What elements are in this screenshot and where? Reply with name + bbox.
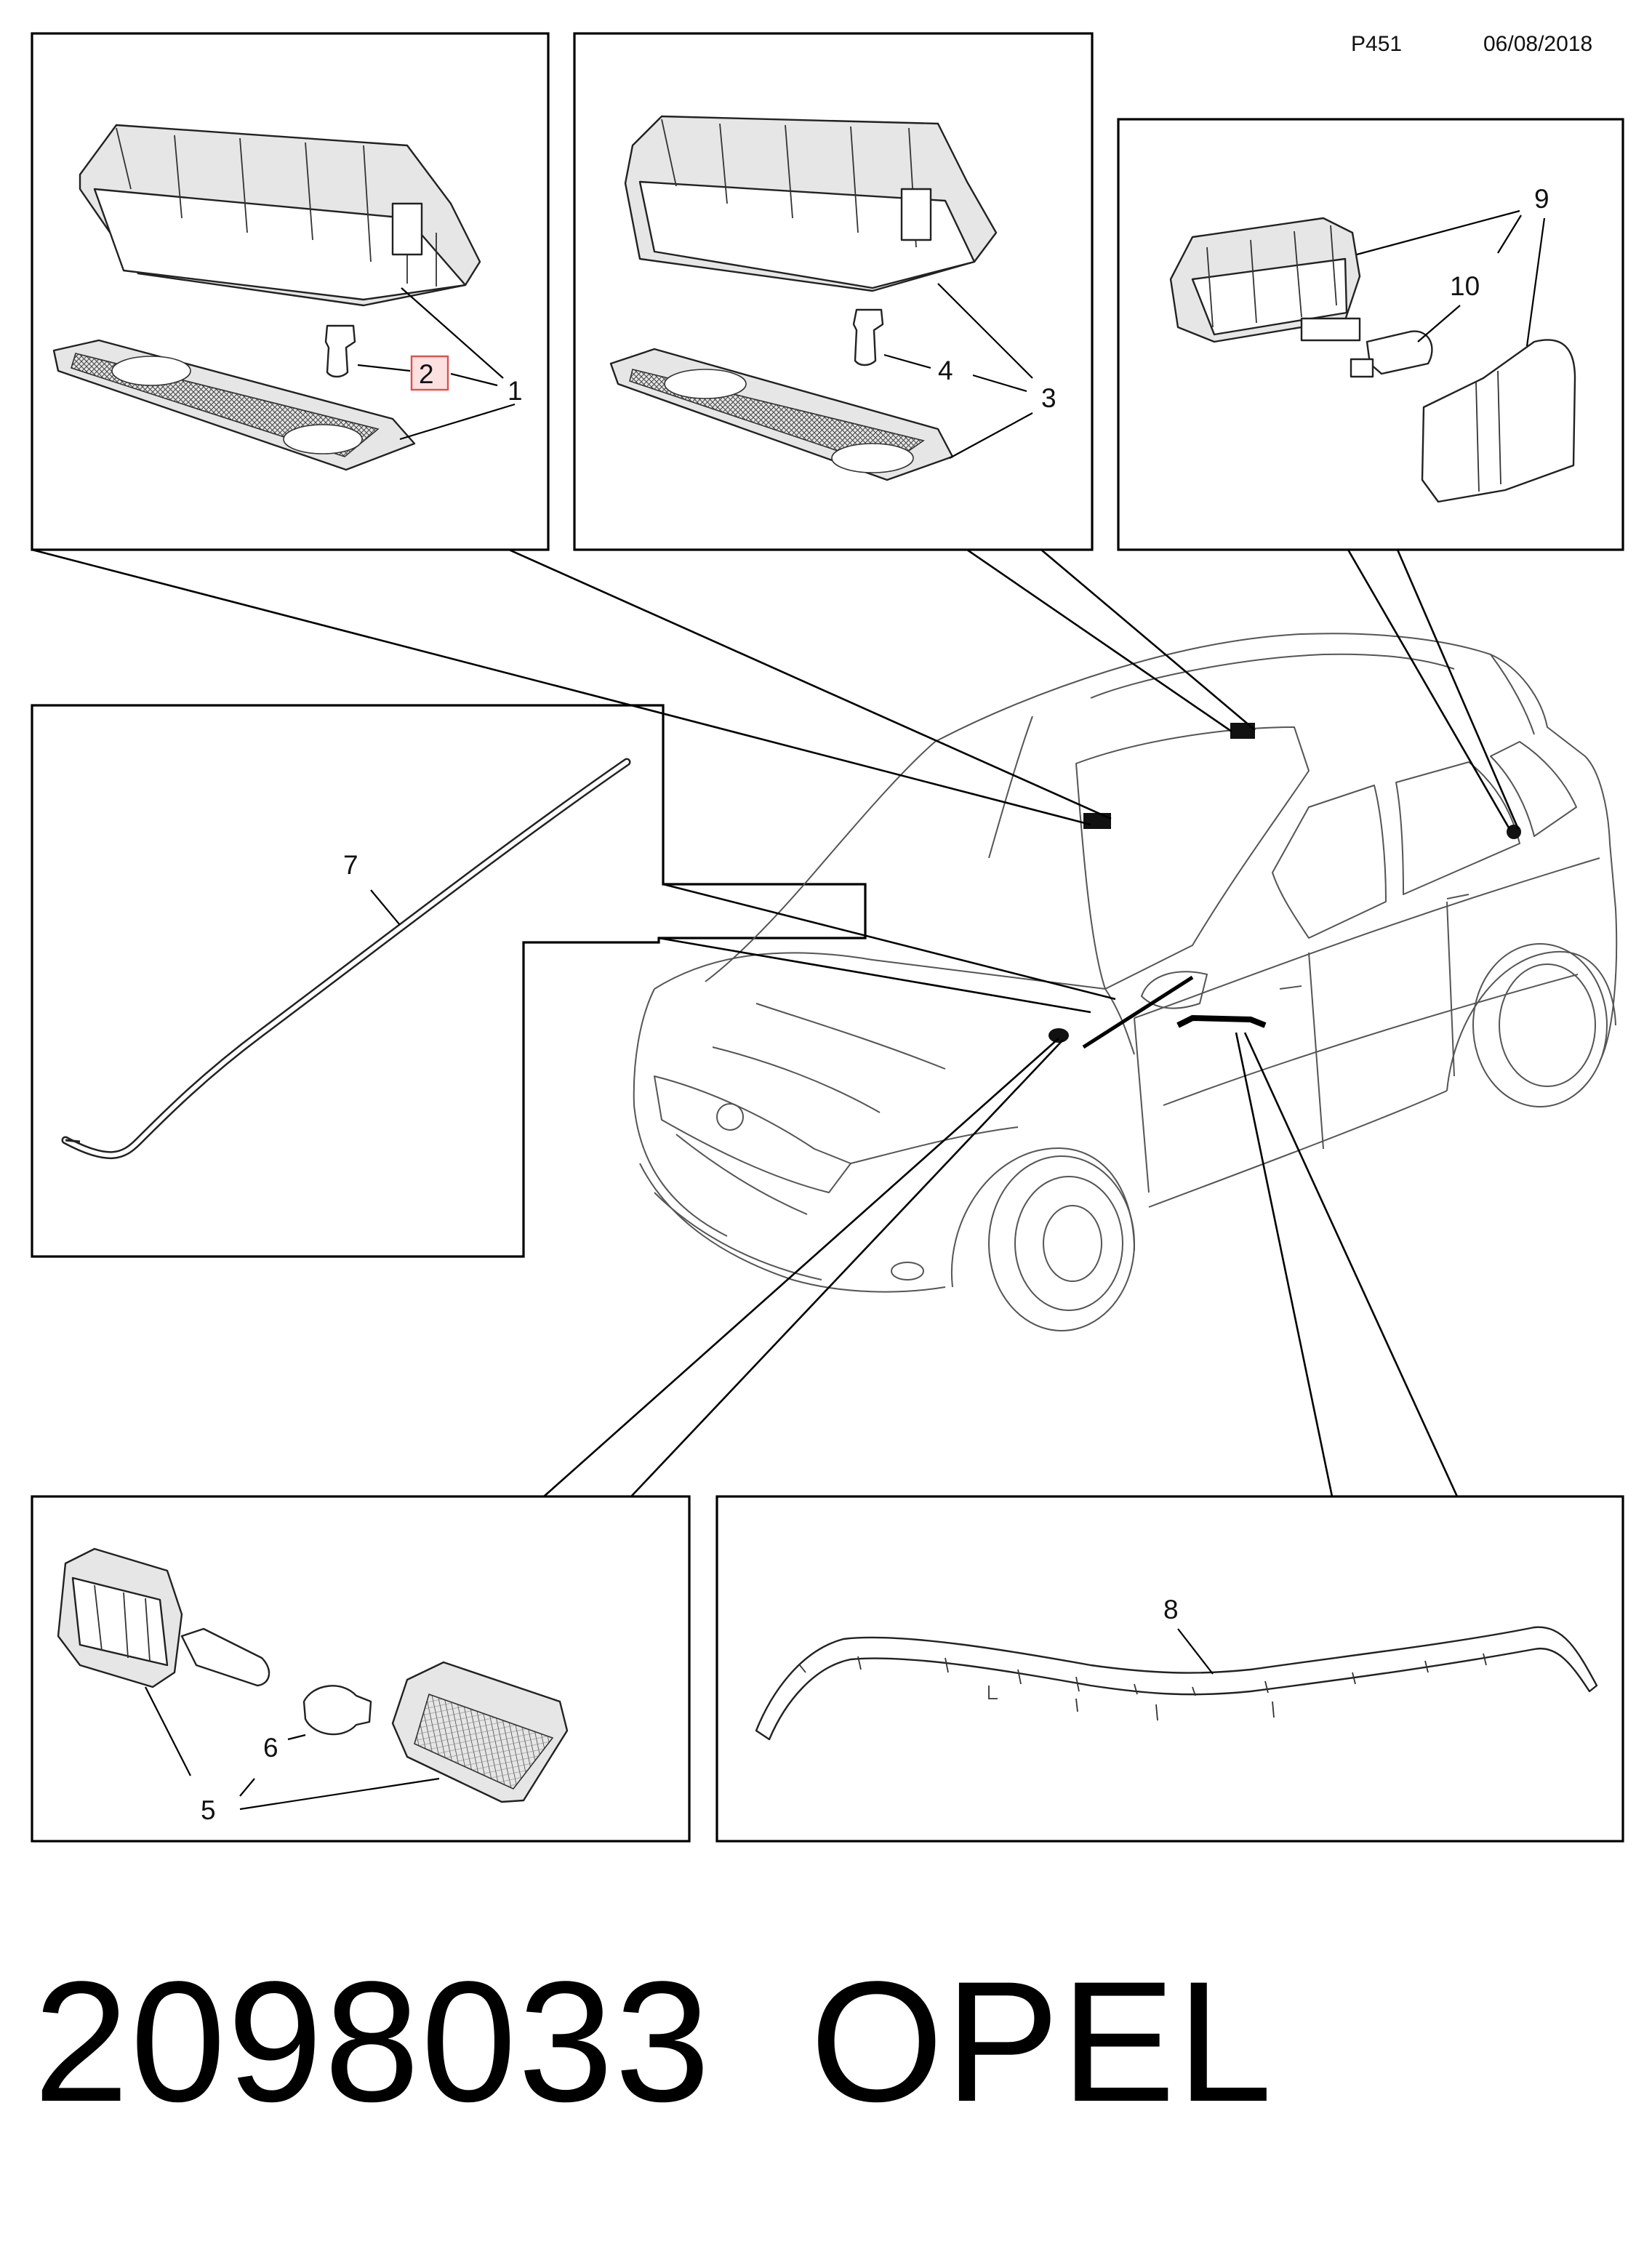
panel-door-lamp — [31, 1495, 691, 1843]
leaders-panel-3 — [1356, 209, 1546, 347]
door-lamp-connector — [57, 1547, 270, 1688]
callout-10[interactable]: 10 — [1450, 271, 1480, 301]
callout-3[interactable]: 3 — [1041, 383, 1056, 413]
cargo-lamp-housing — [1169, 217, 1361, 343]
door-lamp-lens — [391, 1661, 569, 1803]
install-markers — [1048, 723, 1521, 1049]
brand-name: OPEL — [810, 1946, 1274, 2138]
callout-5[interactable]: 5 — [201, 1795, 216, 1825]
cargo-bulb — [1350, 330, 1433, 378]
leaders-panel-4 — [370, 889, 401, 926]
callout-8[interactable]: 8 — [1163, 1595, 1179, 1624]
marker-front-dome — [1083, 813, 1111, 829]
panel-light-guide — [31, 704, 867, 1258]
diagram-date: 06/08/2018 — [1483, 32, 1593, 56]
marker-door-lamp — [1048, 1028, 1069, 1043]
callout-9[interactable]: 9 — [1534, 184, 1549, 214]
trim-strip — [755, 1626, 1598, 1741]
door-lamp-bulb — [302, 1685, 372, 1736]
panel-frames — [31, 32, 1624, 1843]
marker-rear-dome — [1230, 723, 1255, 739]
part-number: 2098033 — [33, 1946, 712, 2138]
light-guide-rod — [61, 758, 631, 1160]
cargo-lens-cover — [1421, 339, 1576, 503]
page-code: P451 — [1351, 32, 1403, 56]
rear-dome-light-assembly — [624, 115, 998, 292]
callout-2[interactable]: 2 — [419, 359, 434, 389]
leaders-panel-2 — [883, 283, 1033, 459]
callout-2-highlight[interactable] — [410, 355, 449, 391]
callout-1[interactable]: 1 — [508, 376, 523, 406]
connector-lines — [31, 548, 1520, 1497]
leaders-panel-1 — [357, 287, 516, 441]
panel-rear-dome-light — [573, 32, 1094, 551]
rear-lens — [609, 348, 954, 481]
callout-7[interactable]: 7 — [343, 850, 358, 880]
panel-cargo-lamp — [1117, 118, 1624, 551]
rear-bulb — [852, 308, 884, 366]
leaders-panel-6 — [1177, 1628, 1214, 1675]
marker-trim-strip — [1176, 1014, 1267, 1028]
panel-front-dome-light — [31, 32, 550, 551]
leaders-panel-5 — [145, 1686, 440, 1811]
panel-trim-strip — [715, 1495, 1624, 1843]
front-lens — [52, 339, 416, 471]
callout-6[interactable]: 6 — [263, 1733, 278, 1763]
vehicle-illustration — [633, 633, 1618, 1331]
callout-4[interactable]: 4 — [938, 356, 953, 385]
front-dome-light-assembly — [79, 124, 481, 307]
marker-light-guide — [1082, 975, 1194, 1049]
front-bulb — [324, 324, 356, 378]
